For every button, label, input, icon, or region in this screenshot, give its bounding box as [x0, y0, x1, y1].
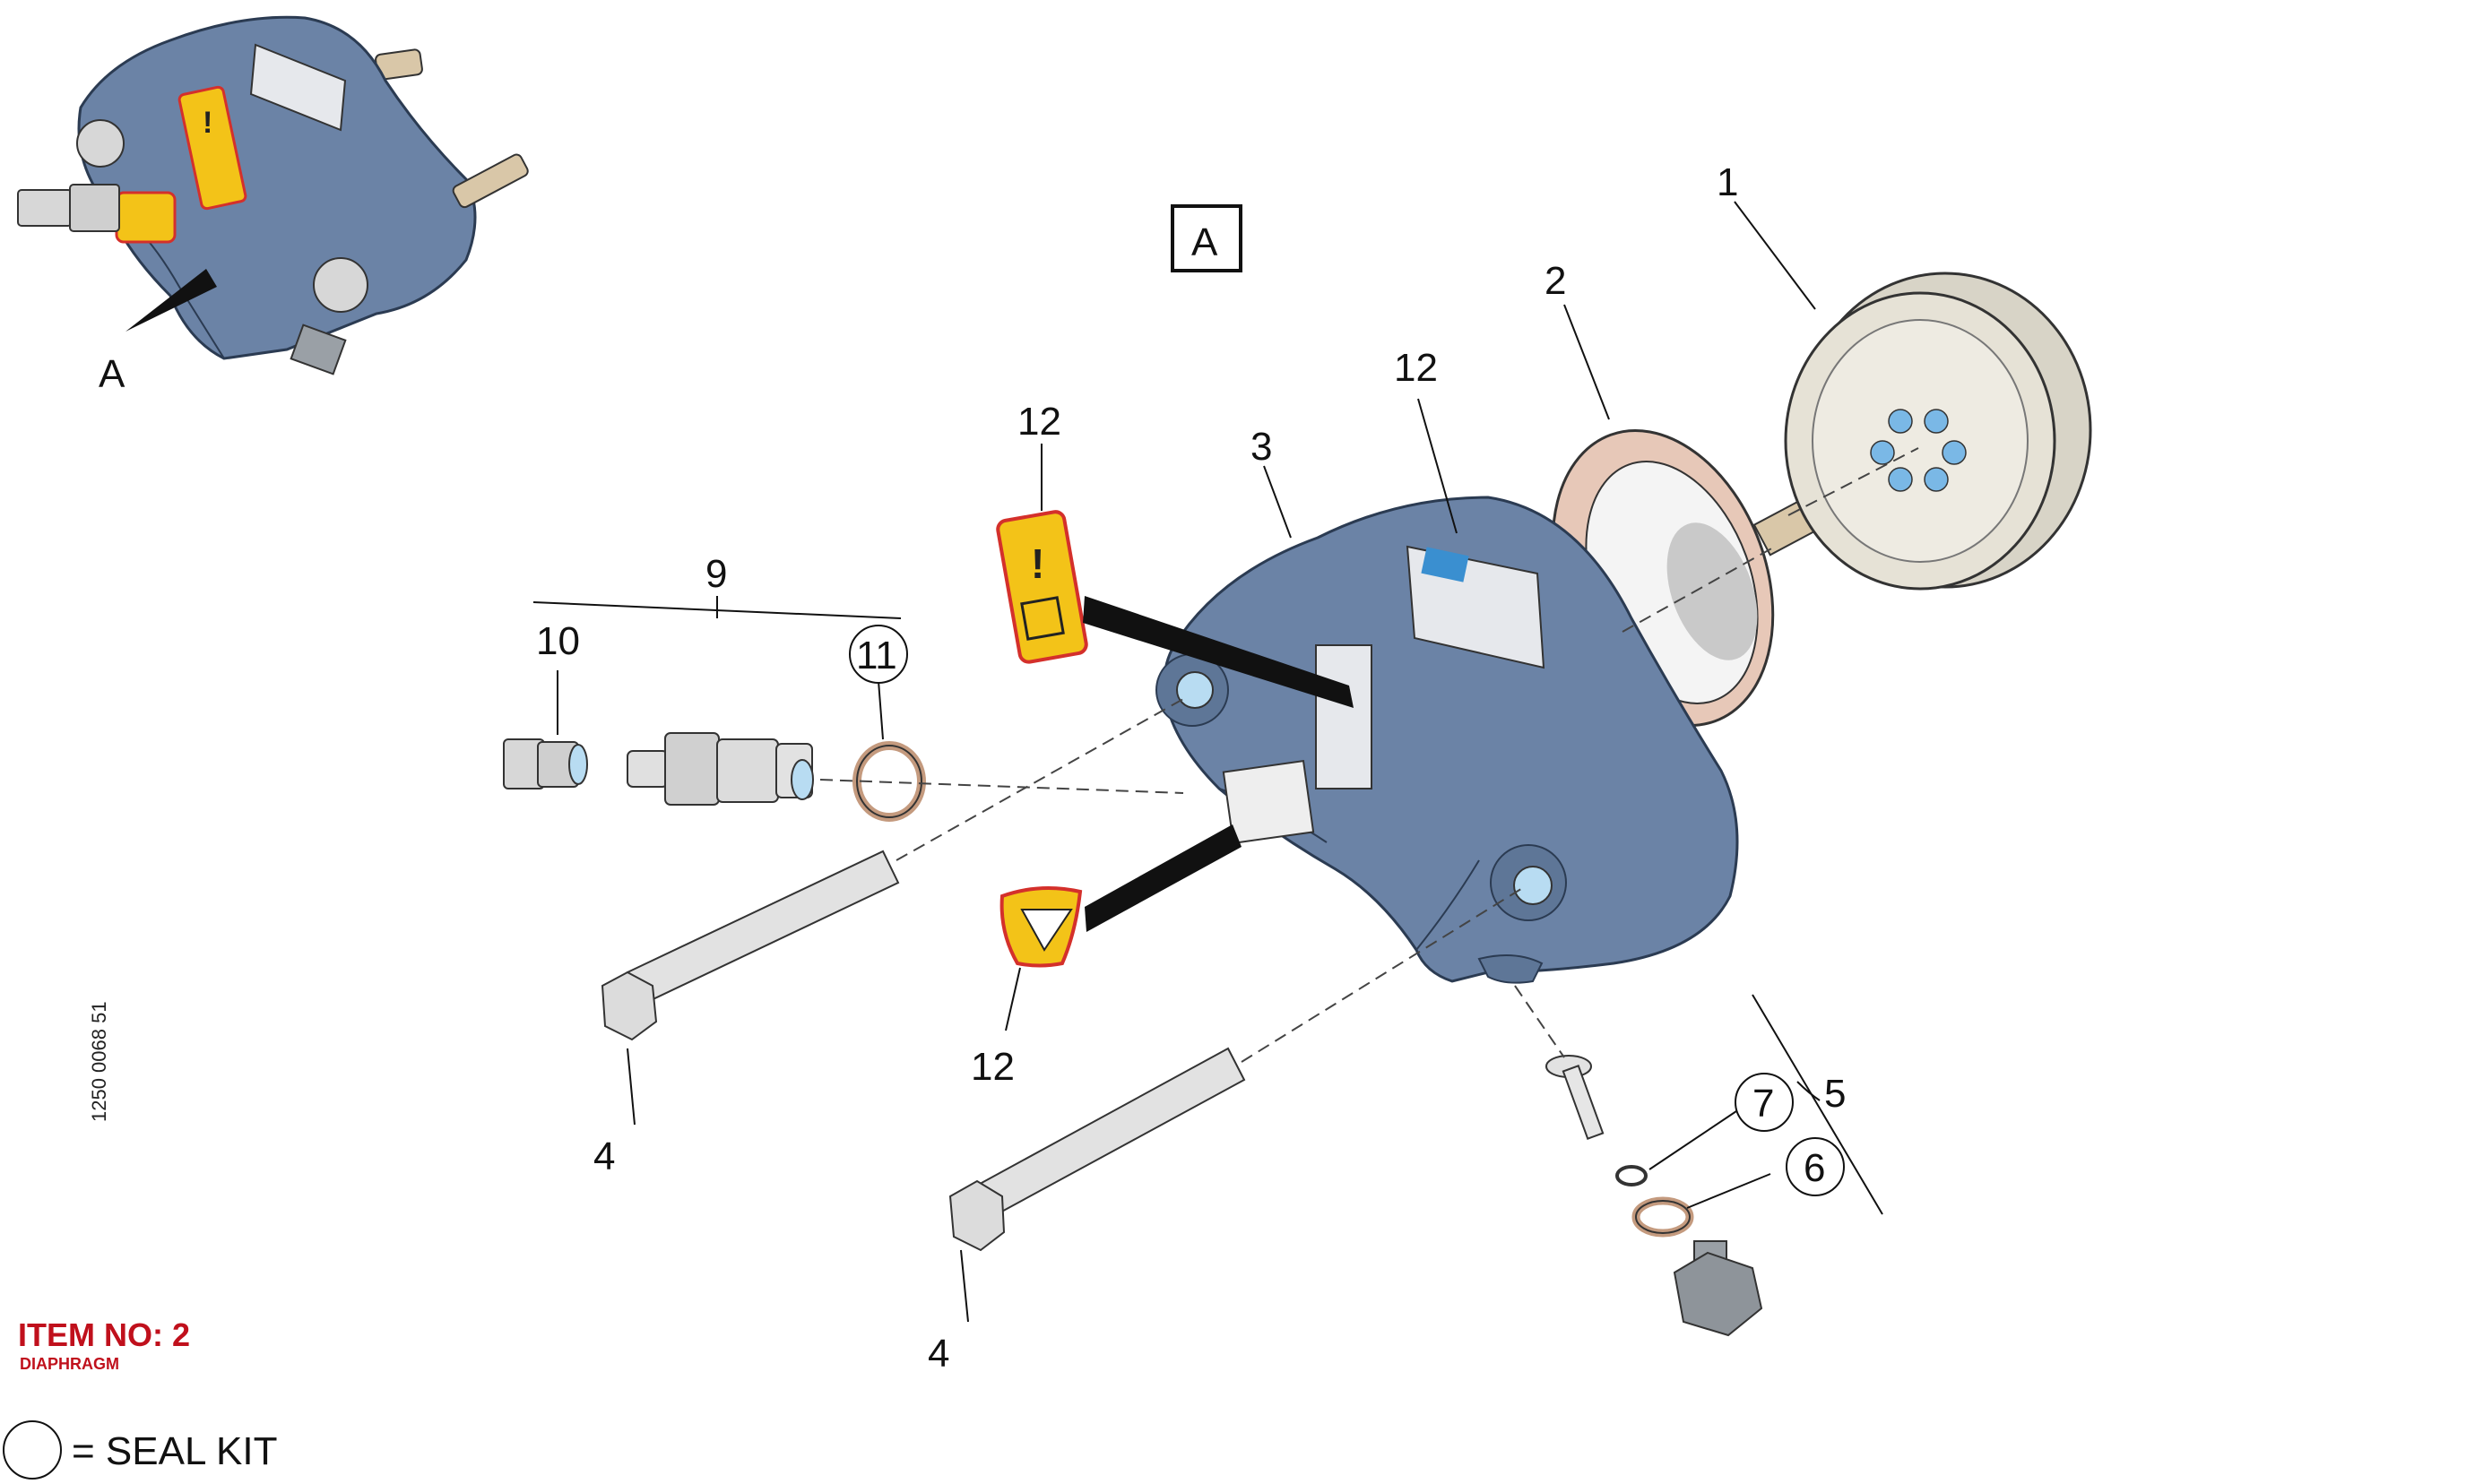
legend-seal-kit-circle [3, 1420, 62, 1480]
drain-plug-assembly [1545, 1055, 1763, 1337]
pulley [1752, 272, 2092, 591]
inset-pointer-arrow [125, 269, 217, 332]
view-label-box [1171, 204, 1242, 272]
seal-kit-circle-7 [1735, 1073, 1794, 1132]
seal-kit-circle-11 [849, 625, 908, 684]
callout-9: 9 [705, 552, 727, 596]
manual-book-icon [1020, 596, 1065, 641]
callout-7: 7 [1752, 1082, 1774, 1126]
legend-seal-kit-text: = SEAL KIT [72, 1429, 277, 1473]
pointer-oil-label [1085, 824, 1242, 932]
inset-assembly: ! A [17, 15, 529, 396]
drain-small-ring [1615, 1165, 1648, 1186]
inset-nut-top [76, 119, 125, 168]
inset-drain-plug [290, 324, 347, 375]
leader-lines [557, 201, 1883, 1323]
brand-logo-icon [1421, 547, 1469, 582]
warning-label-manual: ! [996, 510, 1088, 664]
bolt-upper [601, 850, 900, 1041]
inset-coupling [17, 184, 120, 232]
warning-exclamation-icon: ! [1031, 540, 1044, 587]
inset-nut-bottom [313, 257, 368, 313]
callout-4-upper: 4 [593, 1135, 615, 1178]
callout-3: 3 [1250, 425, 1272, 469]
warning-label-oil [999, 886, 1083, 968]
callout-1: 1 [1717, 160, 1738, 204]
inset-oil-label [115, 191, 177, 244]
oil-label-pad [1222, 759, 1315, 845]
item-description: DIAPHRAGM [20, 1355, 119, 1373]
callout-12-manual: 12 [1017, 400, 1061, 444]
callout-10: 10 [536, 619, 580, 663]
item-number-title: ITEM NO: 2 [18, 1316, 190, 1353]
warning-label-pad [1315, 644, 1372, 789]
inset-warning-glyph: ! [203, 106, 212, 140]
oil-drop-icon [1020, 909, 1073, 952]
pump-housing [1155, 496, 1739, 984]
callout-5: 5 [1824, 1072, 1846, 1116]
drain-plug [1673, 1251, 1763, 1337]
view-label: A [1191, 220, 1218, 264]
inset-housing [77, 15, 477, 360]
inset-shaft-right [452, 153, 529, 209]
coupling-assembly [503, 596, 926, 822]
inset-label-plate [249, 43, 347, 132]
coupling-nut [503, 738, 588, 789]
callout-12-plate: 12 [1394, 346, 1438, 390]
callout-12-oil: 12 [971, 1045, 1015, 1089]
callout-11: 11 [856, 634, 897, 677]
callout-6: 6 [1804, 1146, 1825, 1190]
inset-view-label: A [99, 352, 125, 396]
inset-warning-label [177, 85, 247, 211]
callout-4-lower: 4 [928, 1332, 949, 1376]
coupling-nipple [627, 732, 814, 806]
bolt-lower [948, 1047, 1246, 1252]
pointer-warning-label [1083, 596, 1354, 708]
seal-kit-circle-6 [1786, 1137, 1845, 1196]
document-number: 1250 0068 51 [88, 1001, 110, 1122]
centerlines [819, 447, 1919, 1063]
callout-2: 2 [1545, 259, 1566, 303]
